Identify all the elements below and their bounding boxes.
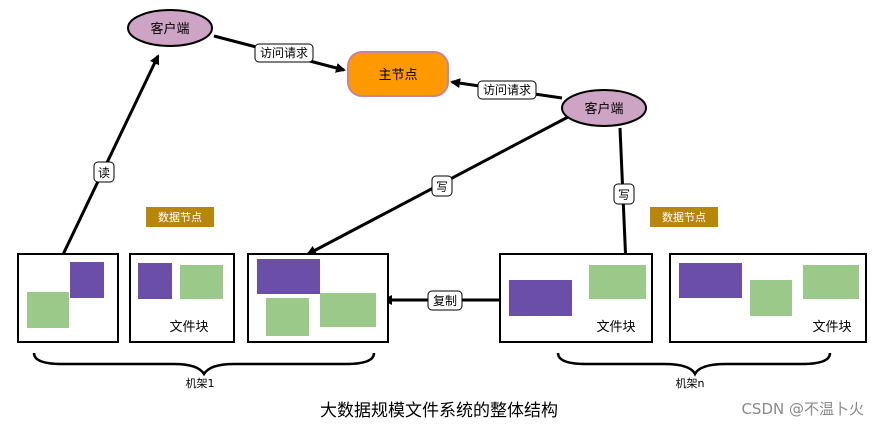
edge-label-text: 访问请求 [260,46,308,60]
edge-label-write-1: 写 [431,175,453,197]
master-label: 主节点 [378,68,417,83]
master-node: 主节点 [347,51,449,97]
green-block [750,280,792,316]
badge-label: 数据节点 [662,210,706,224]
edge-label-read: 读 [93,161,115,183]
rack-label-1: 机架1 [186,376,215,390]
machine-box-5: 文件块 [669,253,867,343]
green-block [27,292,69,328]
diagram-caption: 大数据规模文件系统的整体结构 [320,401,558,421]
green-block [803,265,859,299]
rack-brace-1 [32,352,376,377]
edge-label-text: 写 [618,188,630,202]
data-node-badge-right: 数据节点 [650,207,718,227]
rack-brace-n [556,352,832,377]
green-block [589,265,646,299]
green-block [320,293,376,327]
edge-label-text: 访问请求 [483,83,531,97]
edge-label-access-request-1: 访问请求 [254,43,314,63]
edge-label-copy: 复制 [427,290,463,311]
file-block-label: 文件块 [812,320,851,335]
watermark: CSDN @不温卜火 [741,400,864,418]
badge-label: 数据节点 [158,210,202,224]
edge-label-text: 写 [436,180,448,194]
machine-box-1 [17,253,119,343]
purple-block [138,263,172,299]
purple-block [679,263,742,298]
rack-label-n: 机架n [676,376,705,390]
edge-label-text: 读 [98,166,110,180]
green-block [180,265,223,299]
machine-box-4: 文件块 [499,253,653,343]
machine-box-2: 文件块 [129,253,235,343]
client-label: 客户端 [584,101,623,117]
client-node-right: 客户端 [561,89,647,127]
green-block [266,298,309,336]
machine-box-3 [247,253,389,343]
edge-label-access-request-2: 访问请求 [477,80,537,100]
client-node-top: 客户端 [127,9,213,47]
file-block-label: 文件块 [169,320,208,335]
client-label: 客户端 [150,21,189,37]
purple-block [257,259,320,294]
file-block-label: 文件块 [596,320,635,335]
edge-label-text: 复制 [433,294,457,308]
edge-label-write-2: 写 [613,183,635,205]
purple-block [70,262,104,298]
data-node-badge-left: 数据节点 [146,207,214,227]
purple-block [509,280,572,316]
